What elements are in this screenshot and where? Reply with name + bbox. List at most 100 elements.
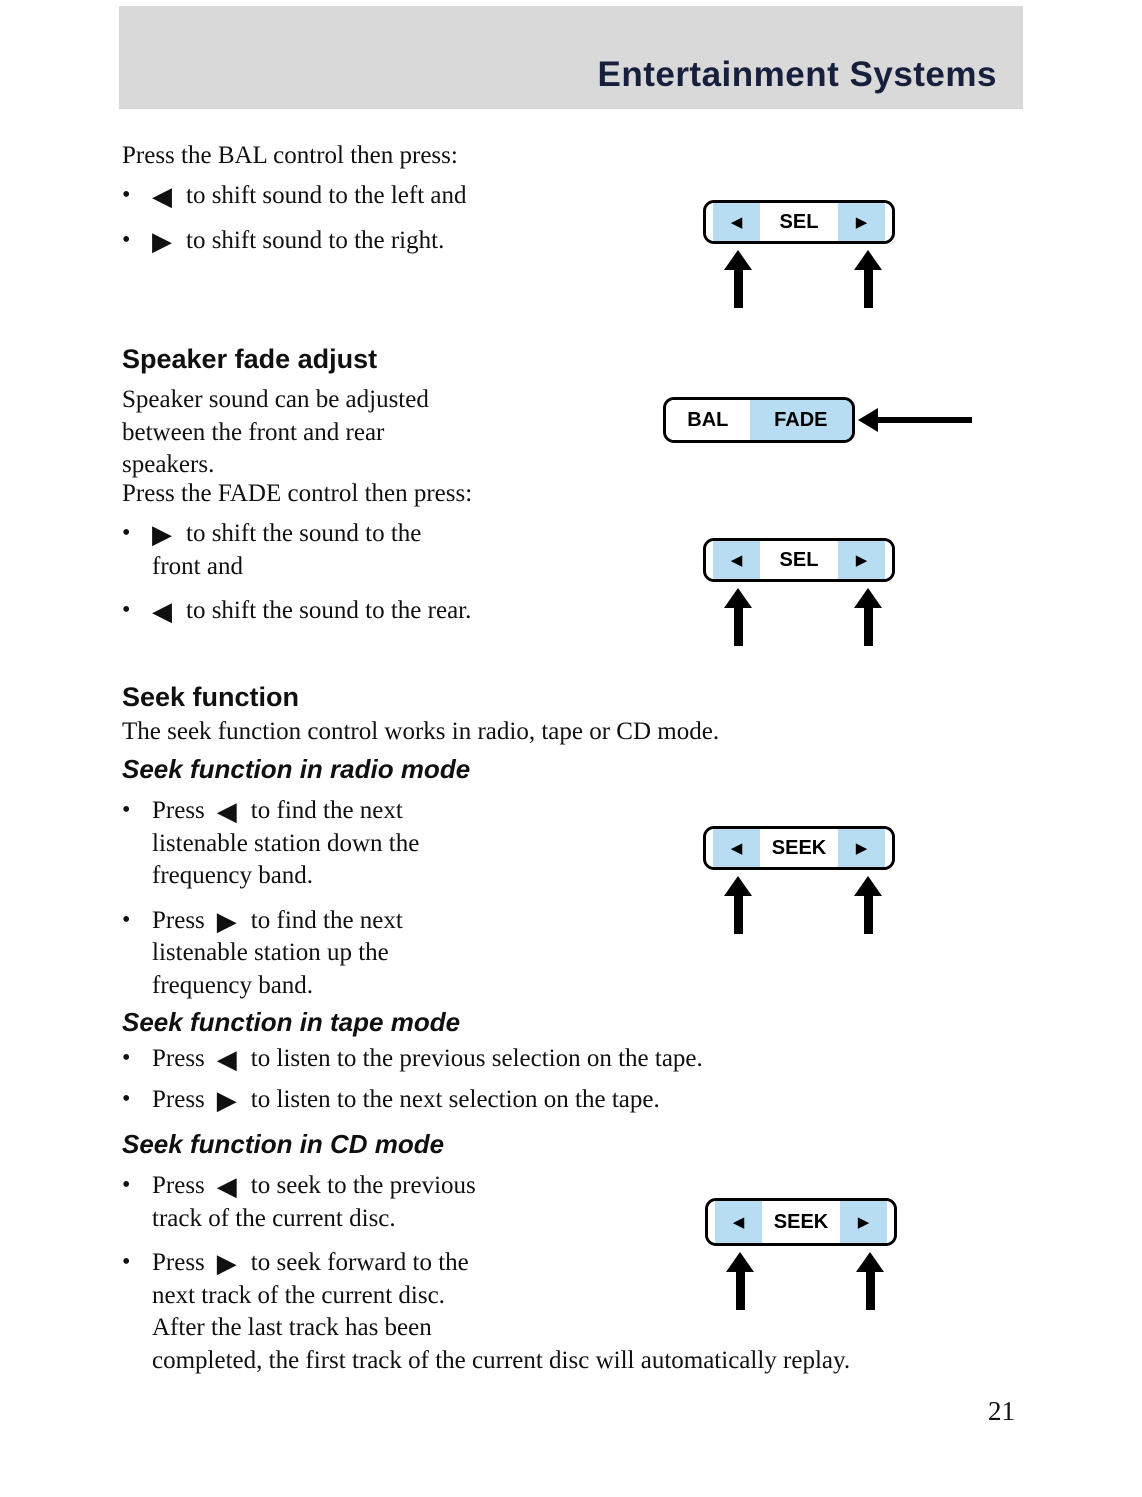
bullet-dot: • [122, 906, 131, 933]
list-item: • Press ◀to seek to the previous track of… [122, 1170, 1052, 1235]
pointer-arrow-up-icon [724, 876, 752, 934]
right-triangle-icon: ▶ [152, 226, 172, 257]
bullet-text: Press ◀to find the next listenable statio… [152, 795, 419, 893]
sel-label: SEL [779, 210, 819, 233]
press-word: Press [152, 1045, 205, 1072]
left-triangle-icon: ◀ [152, 182, 172, 212]
bullet-body: to seek to the previous track of the cur… [152, 1172, 476, 1232]
bullet-dot: • [122, 1172, 131, 1198]
pointer-arrow-up-icon [854, 588, 882, 646]
bullet-text: Press ▶to find the next listenable statio… [152, 905, 403, 1003]
page-number: 21 [988, 1396, 1015, 1426]
seek-left-button: ◀ [715, 1201, 762, 1243]
seek-label: SEEK [771, 836, 827, 859]
right-triangle-icon: ▶ [855, 838, 868, 857]
face-edge [706, 829, 713, 867]
left-triangle-icon: ◀ [216, 1172, 237, 1202]
right-triangle-icon: ▶ [152, 520, 172, 550]
seek-label-area: SEEK [762, 1201, 840, 1243]
right-triangle-icon: ▶ [216, 906, 237, 937]
fade-paragraph: Speaker sound can be adjusted between th… [122, 386, 429, 478]
list-item: • Press ▶to seek forward to the next trac… [122, 1247, 1052, 1377]
bullet-text: Press ▶ to listen to the next selection on… [152, 1084, 660, 1117]
right-triangle-icon: ▶ [216, 1249, 237, 1279]
seek-left-button: ◀ [713, 829, 760, 867]
list-item: • Press ▶ to listen to the next selection … [122, 1084, 1042, 1117]
right-triangle-icon: ▶ [857, 1212, 870, 1231]
pointer-arrow-up-icon [724, 588, 752, 646]
seek-tape-heading: Seek function in tape mode [122, 1007, 461, 1037]
seek-control-graphic: ◀ SEEK ▶ [705, 1198, 897, 1313]
bal-label: BAL [687, 408, 729, 431]
press-word: Press [152, 1085, 205, 1113]
left-triangle-icon: ◀ [216, 797, 237, 827]
bullet-dot: • [122, 1249, 131, 1275]
fade-section-heading: Speaker fade adjust [122, 344, 378, 374]
seek-paragraph: The seek function control works in radio… [122, 718, 720, 745]
sel-right-button: ▶ [838, 541, 885, 579]
bullet-body: to shift sound to the right. [186, 226, 445, 254]
pointer-arrow-left-icon [858, 408, 972, 432]
press-word: Press [152, 797, 205, 824]
face-edge [887, 1201, 894, 1243]
left-triangle-icon: ◀ [730, 550, 743, 569]
page-title: Entertainment Systems [597, 55, 997, 94]
pointer-arrow-up-icon [724, 250, 752, 308]
bullet-dot: • [122, 797, 131, 823]
bullet-text: Press ◀ to listen to the previous selectio… [152, 1043, 703, 1076]
list-item: • Press ▶to find the next listenable stat… [122, 905, 642, 1003]
bullet-body: to shift the sound to the rear. [186, 597, 472, 624]
seek-right-button: ▶ [838, 829, 885, 867]
bullet-body: to find the next listenable station down… [152, 797, 420, 889]
press-word: Press [152, 906, 205, 934]
fade-label: FADE [774, 408, 828, 431]
bal-instruction: Press the BAL control then press: [122, 142, 458, 169]
bullet-body: to seek forward to the next track of the… [152, 1249, 851, 1374]
pointer-arrow-up-icon [854, 876, 882, 934]
list-item: • ▶ to shift sound to the right. [122, 225, 702, 258]
list-item: • Press◀to listen to the previous select… [122, 1043, 1042, 1076]
press-word: Press [152, 1172, 205, 1199]
bullet-dot: • [122, 226, 131, 253]
right-triangle-icon: ▶ [216, 1085, 237, 1116]
seek-control-graphic: ◀ SEEK ▶ [703, 826, 895, 941]
bullet-text: Press ◀to seek to the previous track of t… [152, 1170, 476, 1235]
left-triangle-icon: ◀ [216, 1045, 237, 1075]
bullet-body: to find the next listenable station up t… [152, 906, 403, 999]
pointer-arrow-up-icon [726, 1252, 754, 1310]
bullet-body: to shift the sound to the front and [152, 520, 422, 580]
bullet-text: Press ▶to seek forward to the next track … [152, 1247, 850, 1377]
right-triangle-icon: ▶ [855, 550, 868, 569]
sel-label-area: SEL [760, 203, 838, 241]
sel-label: SEL [779, 548, 819, 571]
left-triangle-icon: ◀ [152, 597, 172, 627]
fade-button: FADE [749, 400, 852, 440]
balfade-control-face: BAL FADE [663, 397, 855, 443]
face-edge [885, 541, 892, 579]
face-edge [708, 1201, 715, 1243]
seek-right-button: ▶ [840, 1201, 887, 1243]
bullet-body: to listen to the next selection on the t… [250, 1085, 660, 1113]
bullet-text: ◀ to shift the sound to the rear. [152, 595, 471, 628]
press-word: Press [152, 1249, 205, 1276]
bullet-body: to shift sound to the left and [186, 182, 467, 209]
list-item: • ▶to shift the sound to the front and [122, 518, 592, 583]
face-edge [885, 203, 892, 241]
bal-button: BAL [666, 400, 750, 440]
seek-label: SEEK [773, 1210, 829, 1233]
seek-label-area: SEEK [760, 829, 838, 867]
sel-control-face: ◀ SEL ▶ [703, 200, 895, 244]
pointer-arrow-up-icon [854, 250, 882, 308]
bullet-body: to listen to the previous selection on t… [250, 1045, 703, 1072]
sel-control-graphic: ◀ SEL ▶ [703, 200, 895, 315]
balance-fade-control-graphic: BAL FADE [663, 397, 983, 447]
sel-label-area: SEL [760, 541, 838, 579]
header-band: Entertainment Systems [119, 6, 1023, 109]
right-triangle-icon: ▶ [855, 212, 868, 231]
face-edge [885, 829, 892, 867]
bullet-text: ▶ to shift sound to the right. [152, 225, 444, 258]
seek-section-heading: Seek function [122, 682, 300, 712]
bullet-dot: • [122, 520, 131, 546]
bullet-dot: • [122, 1085, 131, 1112]
bullet-dot: • [122, 597, 131, 623]
